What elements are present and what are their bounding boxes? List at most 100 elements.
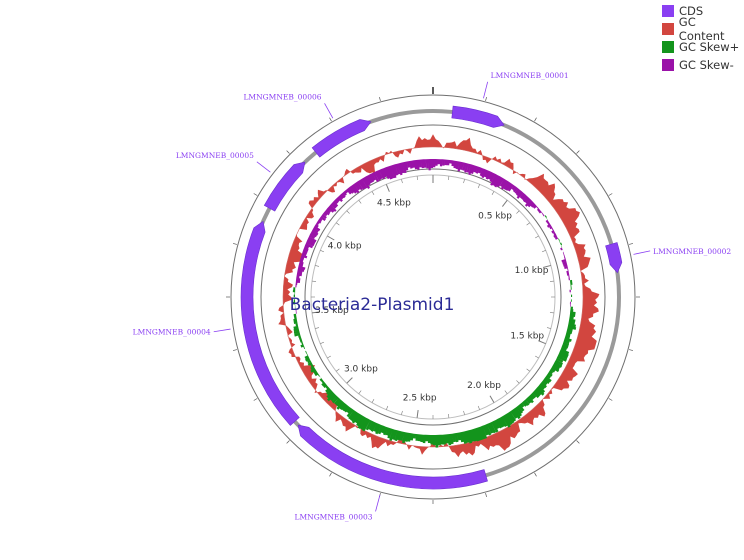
feature-leader-line [375,494,381,512]
outer-tick [534,472,537,477]
scale-tick [320,341,325,344]
scale-tick [336,222,340,226]
tick-label: 4.0 kbp [328,242,362,252]
legend-swatch-cds [662,5,674,17]
legend-label-gc-content: GC Content [678,15,725,43]
legend-item-cds: CDS [662,2,744,20]
scale-tick [546,327,551,329]
tick-label: 1.0 kbp [515,266,549,276]
feature-label: LMNGMNEB_00006 [243,92,321,101]
scale-tick [502,199,508,207]
outer-tick [485,96,487,102]
scale-tick [463,410,465,415]
legend: CDS GC Content GC Skew+ GC Skew- [662,2,744,74]
scale-tick [541,250,546,253]
scale-tick [358,200,362,204]
map-title: Bacteria2-Plasmid1 [290,295,455,315]
outer-tick [232,243,238,245]
scale-tick [385,184,390,192]
outer-tick [286,150,290,154]
scale-tick [327,235,335,241]
gc-inner-ring [304,168,562,426]
gc-content-baseline [282,146,584,448]
scale-tick [491,191,495,195]
cds-arrow-2 [605,242,623,274]
feature-leader-line [256,161,271,173]
cds-arrow-3 [297,424,488,490]
outer-tick [329,472,332,477]
scale-tick [358,390,362,394]
outer-tick [608,398,613,401]
tick-label: 4.5 kbp [377,198,411,208]
outer-tick [329,117,332,122]
feature-label: LMNGMNEB_00005 [176,151,254,160]
scale-tick [477,405,480,410]
feature-leader-line [324,103,334,119]
scale-tick [549,312,554,314]
feature-leader-line [213,328,231,333]
legend-swatch-gc-content [662,23,674,35]
outer-tick [485,492,487,498]
cds-track [240,105,623,490]
scale-tick [401,179,403,184]
scale-tick [371,191,375,195]
cds-arrow-4 [240,220,300,426]
scale-tick [416,409,419,419]
scale-tick [526,368,530,372]
legend-label-gc-skew-minus: GC Skew- [679,58,734,72]
scale-tick [312,280,317,282]
cds-arrow-1 [451,105,505,128]
feature-label: LMNGMNEB_00002 [653,247,731,256]
feature-leader-line [633,250,651,255]
scale-tick [336,368,340,372]
outer-ring [230,94,636,500]
feature-label: LMNGMNEB_00001 [491,71,569,80]
scale-tick [448,176,450,181]
outer-tick [534,117,537,122]
legend-label-gc-skew-plus: GC Skew+ [679,40,740,54]
tick-label: 0.5 kbp [478,212,512,222]
gc-content-track [278,134,600,458]
scale-tick [315,327,320,329]
outer-tick [628,243,634,245]
legend-item-gc-skew-plus: GC Skew+ [662,38,744,56]
cds-arrow-6 [311,119,372,158]
outer-tick [576,150,580,154]
outer-tick [253,193,258,196]
feature-labels: LMNGMNEB_00001LMNGMNEB_00002LMNGMNEB_000… [133,71,732,522]
feature-label: LMNGMNEB_00004 [133,328,211,337]
scale-tick [448,413,450,418]
tick-label: 1.5 kbp [510,332,544,342]
scale-tick [416,176,418,181]
scale-tick [516,380,520,384]
scale-tick [504,390,508,394]
scale-tick [327,355,331,359]
scale-tick [315,265,320,267]
scale-tick [477,184,480,189]
outer-tick [253,398,258,401]
scale-tick [549,280,554,282]
scale-tick [401,410,403,415]
scale-tick [489,395,495,403]
scale-tick [516,210,520,214]
legend-label-cds: CDS [679,4,704,18]
scale-tick [535,235,539,239]
scale-tick [320,250,325,253]
scale-tick [311,311,321,314]
scale-tick [542,264,551,268]
cds-inner-ring [260,124,606,470]
tick-label: 3.5 kbp [315,306,349,316]
feature-leader-line [483,81,489,99]
outer-tick [628,349,634,351]
scale-tick [535,355,539,359]
scale-tick [463,179,465,184]
scale-tick [346,210,350,214]
outer-tick [576,440,580,444]
scale-tick [538,340,546,345]
outer-tick [286,440,290,444]
outer-tick [232,349,238,351]
tick-label: 2.5 kbp [403,394,437,404]
tick-label: 2.0 kbp [467,381,501,391]
